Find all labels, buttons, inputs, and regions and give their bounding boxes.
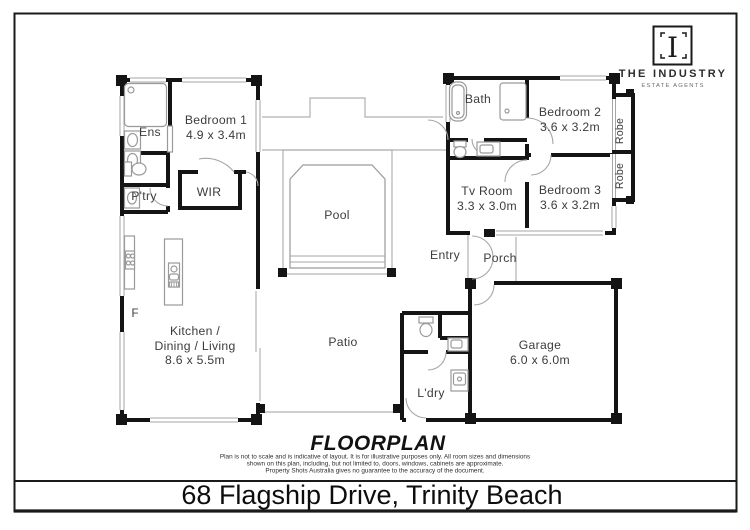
ens-toilet [123, 161, 147, 177]
ens-door-leaf [166, 125, 174, 153]
dims-bedroom3: 3.6 x 3.2m [540, 198, 600, 212]
laundry-toilet [418, 316, 434, 338]
bath-tub [448, 81, 468, 122]
address-title: 68 Flagship Drive, Trinity Beach [181, 480, 562, 510]
dims-garage: 6.0 x 6.0m [510, 353, 570, 367]
patio-sliding-door [253, 291, 262, 401]
label-kitchen-line2: Dining / Living [154, 339, 235, 353]
label-kitchen-line1: Kitchen / [170, 324, 220, 338]
label-bedroom2: Bedroom 2 [539, 105, 601, 119]
label-fridge: F [131, 308, 138, 320]
label-entry: Entry [430, 248, 461, 262]
label-wir: WIR [197, 185, 222, 199]
logo-corner-marks [660, 32, 687, 59]
laundry-tub [450, 369, 469, 392]
disclaimer-line2: shown on this plan, including, but not l… [247, 461, 504, 468]
laundry-vanity [447, 337, 469, 352]
kitchen-island [163, 238, 184, 306]
label-garage: Garage [519, 338, 561, 352]
entry-jamb [484, 229, 495, 237]
corner-posts [116, 73, 634, 425]
kitchen-bench-cooktop [123, 235, 136, 290]
label-bath: Bath [465, 92, 491, 106]
plan-title: FLOORPLAN [310, 432, 445, 455]
ens-shower [123, 82, 168, 128]
agency-logo: I THE INDUSTRY ESTATE AGENTS [619, 25, 727, 89]
dims-kitchen: 8.6 x 5.5m [165, 353, 225, 367]
fixtures [123, 81, 527, 392]
label-tv-room: Tv Room [461, 184, 513, 198]
wc-vanity [476, 141, 501, 157]
robe-sliders [610, 99, 618, 198]
right-wing-walls [446, 76, 635, 235]
room-labels: Bedroom 1 4.9 x 3.4m Ens P'try WIR Pool … [131, 92, 626, 400]
bath-shower [499, 82, 527, 121]
logo-monogram: I [667, 31, 678, 64]
wc-toilet [453, 140, 467, 159]
dims-bedroom2: 3.6 x 3.2m [540, 120, 600, 134]
label-porch: Porch [483, 251, 516, 265]
label-ens: Ens [139, 125, 161, 139]
label-bedroom3: Bedroom 3 [539, 183, 601, 197]
outdoor-lines [262, 97, 517, 413]
label-bedroom1: Bedroom 1 [185, 113, 247, 127]
dims-bedroom1: 4.9 x 3.4m [186, 128, 246, 142]
label-patio: Patio [328, 335, 357, 349]
footer: FLOORPLAN Plan is not to scale and is in… [181, 432, 562, 510]
label-robe-bedroom2: Robe [614, 118, 626, 144]
page-frame [13, 12, 738, 513]
label-robe-bedroom3: Robe [614, 163, 626, 189]
pantry-shelf [123, 187, 141, 209]
logo-tagline: ESTATE AGENTS [641, 83, 704, 89]
label-laundry: L'dry [417, 386, 445, 400]
disclaimer-line1: Plan is not to scale and is indicative o… [220, 454, 530, 461]
label-pool: Pool [324, 208, 350, 222]
windows [117, 73, 618, 424]
logo-name: THE INDUSTRY [619, 68, 727, 80]
pool-shape [289, 164, 386, 269]
door-swings [149, 117, 554, 419]
disclaimer-line3: Property Shots Australia gives no guaran… [265, 468, 484, 475]
pool-fence [282, 149, 393, 275]
dims-tv-room: 3.3 x 3.0m [457, 199, 517, 213]
label-pantry: P'try [131, 189, 157, 203]
